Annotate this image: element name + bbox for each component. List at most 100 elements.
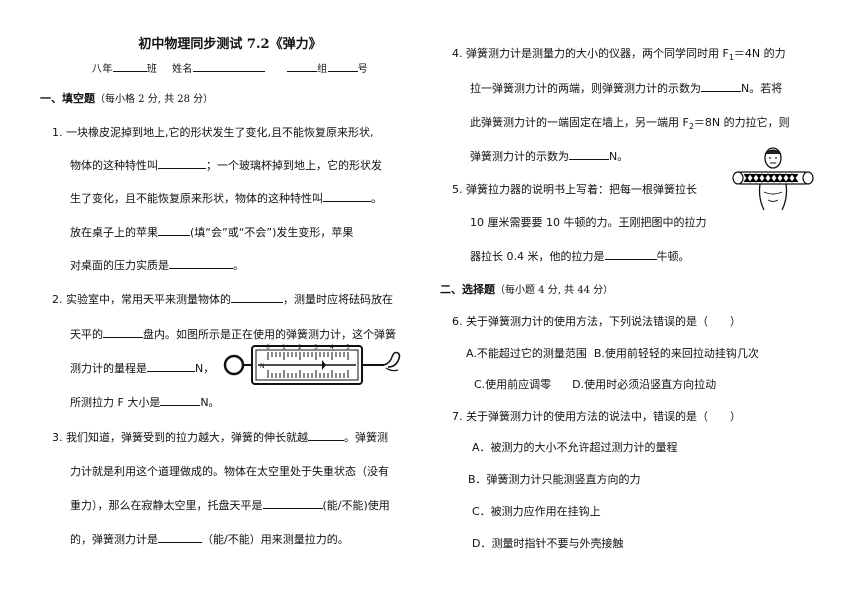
q7-option-d[interactable]: D．测量时指针不要与外壳接触 [472,535,623,551]
q5-text-2: 10 厘米需要要 10 牛顿的力。王刚把图中的拉力 [470,216,707,229]
q4-text-1a: 弹簧测力计是测量力的大小的仪器，两个同学同时用 F [466,47,729,60]
q3-blank-1[interactable] [308,430,344,441]
group-blank[interactable] [287,61,318,72]
q3-text-1a: 我们知道，弹簧受到的拉力越大，弹簧的伸长就越 [66,431,308,444]
q4-text-2b: N。若将 [741,82,783,95]
q1-line-5: 对桌面的压力实质是 。 [70,257,244,273]
q1-text-3a: 生了变化，且不能恢复原来形状，物体的这种特性叫 [70,192,323,205]
q3-text-4b: （能/不能）用来测量拉力的。 [202,533,349,546]
q6-options-row-2: C.使用前应调零 D.使用时必须沿竖直方向拉动 [474,376,716,392]
q2-text-4b: N。 [200,396,220,409]
q5-line-1: 5. 弹簧拉力器的说明书上写着：把每一根弹簧拉长 [452,181,697,197]
q3-text-3a: 重力），那么在寂静太空里，托盘天平是 [70,499,263,512]
scale-label-5: 5 [346,344,350,351]
q7-option-a[interactable]: A．被测力的大小不允许超过测力计的量程 [472,439,678,455]
scale-label-4: 4 [330,344,334,351]
q2-line-2: 天平的 盘内。如图所示是正在使用的弹簧测力计，这个弹簧 [70,326,396,342]
q2-blank-2[interactable] [103,327,143,338]
q1-text-2b: ；一个玻璃杯掉到地上，它的形状发 [206,159,382,172]
spring-scale-figure: N 0 1 2 3 4 5 [223,344,401,385]
q1-blank-1[interactable] [158,158,206,169]
q6-options-row-1: A.不能超过它的测量范围 B.使用前轻轻的来回拉动挂钩几次 [466,345,759,361]
q3-blank-2[interactable] [262,498,323,509]
q2-text-2a: 天平的 [70,328,103,341]
q2-text-4a: 所测拉力 F 大小是 [70,396,161,409]
q1-blank-4[interactable] [169,258,233,269]
number-label: 号 [357,64,369,75]
q7-option-d-text: D．测量时指针不要与外壳接触 [472,537,624,550]
q5-text-1: 弹簧拉力器的说明书上写着：把每一根弹簧拉长 [466,183,697,196]
q6-number: 6. [452,315,463,328]
section-fill-heading: 一、填空题（每小格 2 分, 共 28 分） [40,90,213,106]
q1-line-3: 生了变化，且不能恢复原来形状，物体的这种特性叫 。 [70,190,382,206]
q6-option-c[interactable]: C.使用前应调零 [474,378,552,391]
q7-stem: 7. 关于弹簧测力计的使用方法的说法中，错误的是（ ） [452,408,741,424]
scale-label-0: 0 [266,344,270,351]
q5-text-3a: 器拉长 0.4 米，他的拉力是 [470,250,605,263]
q4-text-1b: ＝4N 的力 [733,47,786,60]
q4-text-4a: 弹簧测力计的示数为 [470,150,569,163]
section-fill-label: 一、填空题 [40,92,95,105]
scale-unit-label: N [260,363,265,370]
scale-label-1: 1 [282,344,286,351]
section-choice-label: 二、选择题 [440,283,495,296]
q1-text-3b: 。 [371,192,382,205]
q1-text-4a: 放在桌子上的苹果 [70,226,158,239]
q3-text-4a: 的，弹簧测力计是 [70,533,158,546]
q4-blank-1[interactable] [701,81,741,92]
name-label: 姓名 [172,64,194,75]
section-choice-heading: 二、选择题（每小题 4 分, 共 44 分） [440,281,613,297]
q7-option-b-text: B．弹簧测力计只能测竖直方向的力 [468,473,641,486]
name-blank[interactable] [193,61,266,72]
q3-text-3b: (能/不能)使用 [322,499,390,512]
section-fill-note: （每小格 2 分, 共 28 分） [95,94,214,105]
q2-text-3a: 测力计的量程是 [70,362,147,375]
q5-text-3b: 牛顿。 [656,250,690,263]
q2-line-4: 所测拉力 F 大小是 N。 [70,394,220,410]
q5-line-3: 器拉长 0.4 米，他的拉力是 牛顿。 [470,248,690,264]
q1-text-2a: 物体的这种特性叫 [70,159,158,172]
q6-option-d[interactable]: D.使用时必须沿竖直方向拉动 [572,378,717,391]
q2-blank-4[interactable] [160,395,201,406]
q6-option-a[interactable]: A.不能超过它的测量范围 [466,347,587,360]
q3-blank-3[interactable] [158,532,202,543]
q4-blank-2[interactable] [569,149,609,160]
scale-label-2: 2 [298,344,302,351]
q4-line-2: 拉一弹簧测力计的两端，则弹簧测力计的示数为 N。若将 [470,80,782,96]
q6-stem-text: 关于弹簧测力计的使用方法，下列说法错误的是（ ） [466,315,741,328]
q7-option-b[interactable]: B．弹簧测力计只能测竖直方向的力 [468,471,641,487]
q3-line-4: 的，弹簧测力计是 （能/不能）用来测量拉力的。 [70,531,349,547]
q4-sub-2: 2 [688,122,694,132]
q1-text-5b: 。 [233,259,244,272]
q2-blank-3[interactable] [147,361,195,372]
title-emphasis: 《弹力》 [269,37,322,52]
grade-blank[interactable] [112,61,147,72]
q1-text-1: 一块橡皮泥掉到地上,它的形状发生了变化,且不能恢复原来形状, [66,126,374,139]
title-prefix: 初中物理同步测试 7.2 [138,37,270,52]
q4-line-3: 此弹簧测力计的一端固定在墙上，另一端用 F2＝8N 的力拉它，则 [470,114,790,131]
q1-blank-2[interactable] [323,191,371,202]
q3-line-3: 重力），那么在寂静太空里，托盘天平是 (能/不能)使用 [70,497,390,513]
scale-label-3: 3 [314,344,318,351]
q3-text-2: 力计就是利用这个道理做成的。物体在太空里处于失重状态（没有 [70,465,389,478]
q4-text-2a: 拉一弹簧测力计的两端，则弹簧测力计的示数为 [470,82,701,95]
q2-text-2b: 盘内。如图所示是正在使用的弹簧测力计，这个弹簧 [143,328,396,341]
q7-option-c-text: C．被测力应作用在挂钩上 [472,505,601,518]
q2-line-3: 测力计的量程是 N， [70,360,214,376]
q6-stem: 6. 关于弹簧测力计的使用方法，下列说法错误的是（ ） [452,313,741,329]
q3-line-1: 3. 我们知道，弹簧受到的拉力越大，弹簧的伸长就越。弹簧测 [52,429,388,445]
q1-text-5a: 对桌面的压力实质是 [70,259,169,272]
q7-option-c[interactable]: C．被测力应作用在挂钩上 [472,503,601,519]
class-label: 班 [146,64,158,75]
q6-option-b[interactable]: B.使用前轻轻的来回拉动挂钩几次 [593,347,759,360]
section-choice-note: （每小题 4 分, 共 44 分） [495,285,614,296]
spring-exerciser-figure [732,147,814,211]
q1-blank-3[interactable] [158,225,190,236]
q4-line-1: 4. 弹簧测力计是测量力的大小的仪器，两个同学同时用 F1＝4N 的力 [452,45,786,62]
q2-blank-1[interactable] [231,292,283,303]
q5-line-2: 10 厘米需要要 10 牛顿的力。王刚把图中的拉力 [470,214,706,230]
q2-text-3b: N， [195,362,215,375]
q5-blank-1[interactable] [604,249,657,260]
number-blank[interactable] [327,61,358,72]
